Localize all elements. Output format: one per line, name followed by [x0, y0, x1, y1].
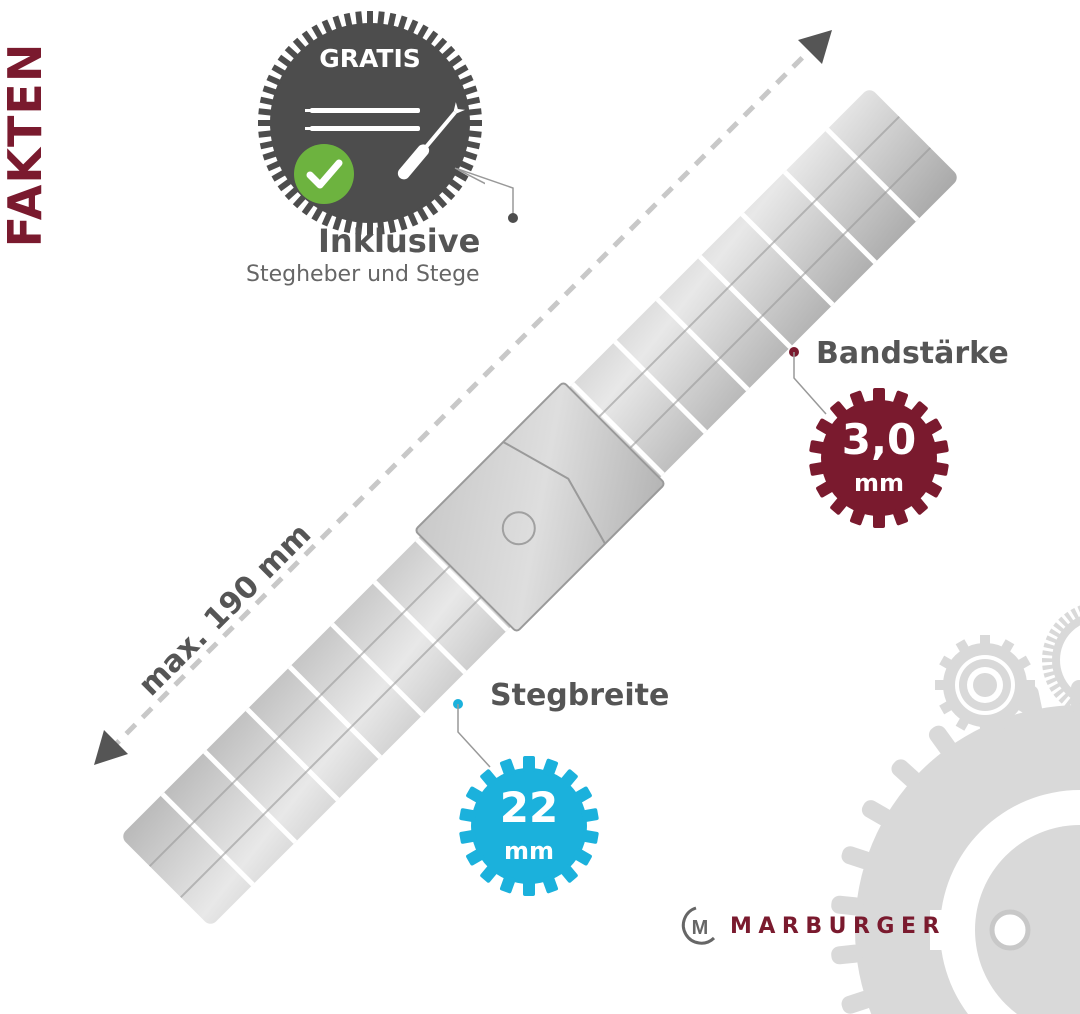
gratis-label: GRATIS	[319, 44, 421, 73]
stegbreite-label: Stegbreite	[490, 678, 670, 713]
bandstaerke-unit: mm	[853, 469, 904, 497]
spring-bar-icon	[305, 108, 420, 131]
svg-text:M: M	[692, 917, 709, 939]
bandstaerke-label: Bandstärke	[816, 336, 1009, 371]
stegbreite-connector	[453, 699, 491, 768]
bandstaerke-value: 3,0	[841, 415, 917, 464]
bandstaerke-gear-badge: 3,0 mm	[808, 387, 950, 529]
stegbreite-value: 22	[499, 783, 559, 832]
brand-name: MARBURGER	[730, 914, 946, 939]
marburger-logo-icon: M	[681, 906, 716, 945]
arrow-up-right-icon	[798, 30, 832, 64]
gratis-connector-line	[455, 168, 518, 223]
gratis-gear-badge	[258, 11, 485, 235]
page-title: FAKTEN	[0, 42, 52, 248]
arrow-down-left-icon	[94, 730, 128, 765]
inklusive-title: Inklusive	[318, 222, 481, 260]
stegbreite-gear-badge: 22 mm	[458, 755, 600, 897]
clasp-logo-icon	[501, 511, 536, 546]
checkmark-icon	[294, 144, 354, 204]
bandstaerke-connector	[789, 347, 827, 415]
stegbreite-unit: mm	[503, 837, 554, 865]
inklusive-subtitle: Stegheber und Stege	[246, 262, 480, 287]
spring-bar-tool-icon	[397, 102, 466, 180]
